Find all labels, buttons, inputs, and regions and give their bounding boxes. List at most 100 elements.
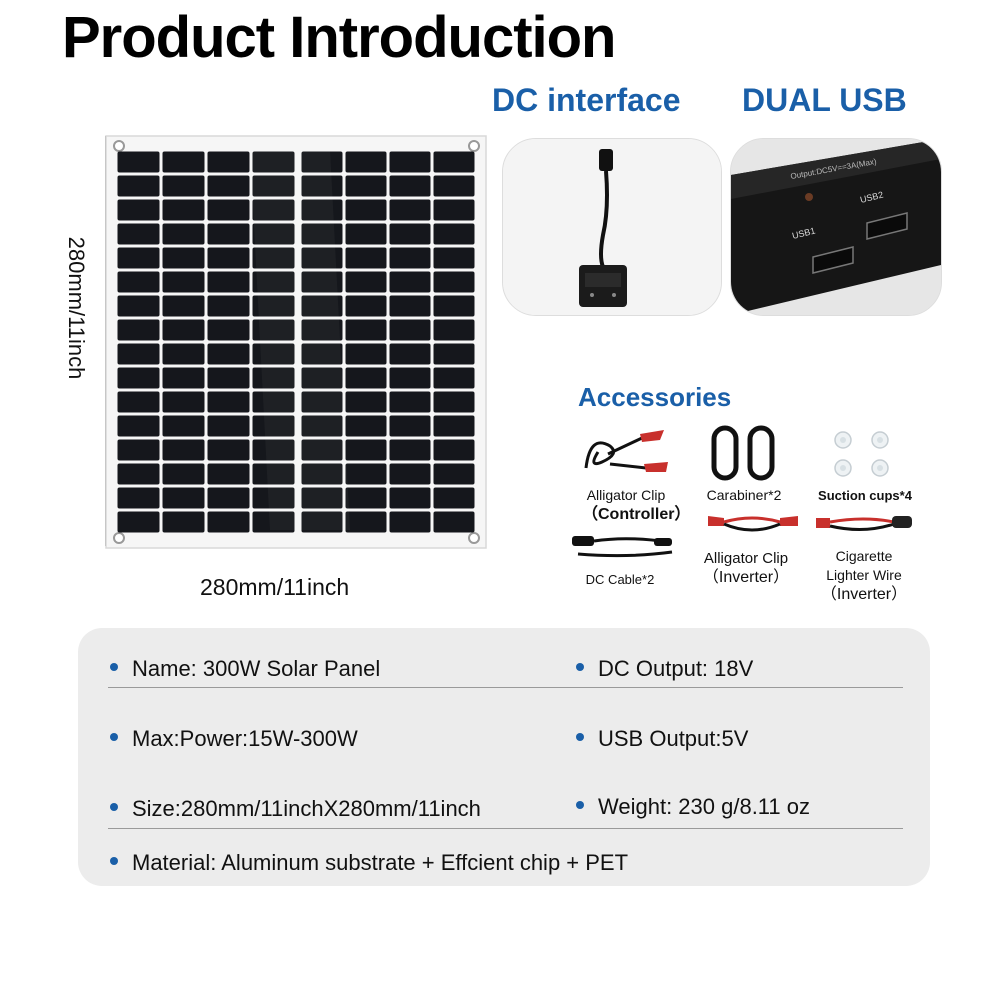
- accessory-detail: （Inverter）: [820, 586, 908, 603]
- solar-cell: [433, 463, 475, 485]
- solar-cell: [252, 343, 295, 365]
- dc-interface-image: [502, 138, 722, 316]
- solar-cell: [389, 199, 431, 221]
- accessory-label: Alligator Clip: [586, 487, 666, 503]
- solar-cell: [117, 295, 160, 317]
- spec-dc-output-text: DC Output: 18V: [598, 656, 754, 681]
- solar-cell: [252, 175, 295, 197]
- solar-cell: [207, 271, 250, 293]
- solar-cell: [433, 439, 475, 461]
- accessory-label: DC Cable*2: [585, 572, 655, 587]
- solar-cell: [207, 343, 250, 365]
- bullet-icon: [110, 857, 118, 866]
- solar-cell: [117, 343, 160, 365]
- solar-cell: [433, 367, 475, 389]
- solar-cell: [345, 391, 387, 413]
- solar-cell: [433, 343, 475, 365]
- solar-cell: [162, 175, 205, 197]
- bullet-icon: [110, 733, 118, 742]
- solar-cell: [207, 391, 250, 413]
- solar-cell: [162, 247, 205, 269]
- solar-cell: [433, 295, 475, 317]
- bullet-icon: [576, 801, 584, 810]
- solar-cell: [207, 151, 250, 173]
- accessory-detail: （Controller）: [582, 506, 691, 523]
- solar-cell: [301, 391, 343, 413]
- cigarette-lighter-wire-icon: [816, 516, 912, 532]
- solar-cell: [252, 439, 295, 461]
- page-title: Product Introduction: [62, 5, 616, 70]
- solar-cell: [389, 175, 431, 197]
- solar-cell: [345, 511, 387, 533]
- solar-cell: [345, 343, 387, 365]
- solar-cell: [117, 439, 160, 461]
- accessory-label: Alligator Clip: [703, 550, 789, 567]
- solar-cell: [162, 463, 205, 485]
- solar-cell: [162, 151, 205, 173]
- solar-cell: [433, 247, 475, 269]
- solar-cell: [207, 175, 250, 197]
- solar-cell: [345, 271, 387, 293]
- solar-cell: [301, 199, 343, 221]
- solar-cell: [345, 295, 387, 317]
- solar-cell: [301, 271, 343, 293]
- solar-cell: [301, 463, 343, 485]
- dc-cable-icon: [572, 536, 673, 558]
- solar-cell: [389, 223, 431, 245]
- dual-usb-heading: DUAL USB: [742, 82, 907, 118]
- solar-cell: [345, 319, 387, 341]
- accessory-alligator-clip-inverter: Alligator Clip （Inverter）: [694, 549, 798, 587]
- solar-cell: [162, 199, 205, 221]
- solar-cell: [252, 367, 295, 389]
- bullet-icon: [576, 733, 584, 742]
- accessory-label: Cigarette: [835, 548, 893, 564]
- divider: [108, 687, 903, 688]
- solar-cell: [389, 319, 431, 341]
- solar-cell: [162, 439, 205, 461]
- suction-cups-icon: [834, 431, 889, 477]
- spec-usb-output: USB Output:5V: [576, 726, 748, 752]
- solar-cell: [252, 151, 295, 173]
- solar-cell: [207, 223, 250, 245]
- solar-cell: [345, 175, 387, 197]
- solar-cell: [252, 247, 295, 269]
- solar-cell: [117, 319, 160, 341]
- spec-name-text: Name: 300W Solar Panel: [132, 656, 381, 681]
- solar-cell: [117, 511, 160, 533]
- accessory-alligator-clip-controller: Alligator Clip （Controller）: [582, 486, 691, 524]
- solar-cell: [345, 463, 387, 485]
- solar-cell: [162, 415, 205, 437]
- solar-cell: [389, 439, 431, 461]
- spec-size: Size:280mm/11inchX280mm/11inch: [110, 796, 481, 822]
- accessory-label: Carabiner*2: [706, 487, 782, 503]
- accessory-label-line2: Lighter Wire: [826, 567, 902, 583]
- accessory-cigarette-lighter-wire: Cigarette Lighter Wire （Inverter）: [812, 547, 916, 604]
- solar-cell: [345, 415, 387, 437]
- solar-cell: [207, 511, 250, 533]
- solar-cell: [162, 391, 205, 413]
- bullet-icon: [110, 663, 118, 672]
- solar-cell: [389, 391, 431, 413]
- solar-cell: [301, 247, 343, 269]
- solar-cell: [345, 151, 387, 173]
- solar-cell: [162, 223, 205, 245]
- solar-cell: [252, 271, 295, 293]
- solar-cell: [389, 511, 431, 533]
- alligator-clip-inverter-icon: [708, 516, 798, 532]
- solar-cell: [433, 391, 475, 413]
- solar-cell: [433, 511, 475, 533]
- solar-cell: [433, 151, 475, 173]
- solar-cell: [117, 223, 160, 245]
- solar-cell: [117, 271, 160, 293]
- solar-cell: [301, 175, 343, 197]
- spec-size-text: Size:280mm/11inchX280mm/11inch: [132, 796, 481, 821]
- solar-cell: [207, 295, 250, 317]
- solar-cell: [117, 391, 160, 413]
- accessory-carabiner: Carabiner*2: [700, 486, 788, 505]
- dual-usb-image: Output:DC5V==3A(Max) USB1 USB2: [730, 138, 942, 316]
- spec-material: Material: Aluminum substrate + Effcient …: [110, 850, 628, 876]
- accessory-suction-cups: Suction cups*4: [808, 486, 922, 505]
- solar-cell: [433, 175, 475, 197]
- solar-cell: [301, 511, 343, 533]
- solar-cell: [162, 271, 205, 293]
